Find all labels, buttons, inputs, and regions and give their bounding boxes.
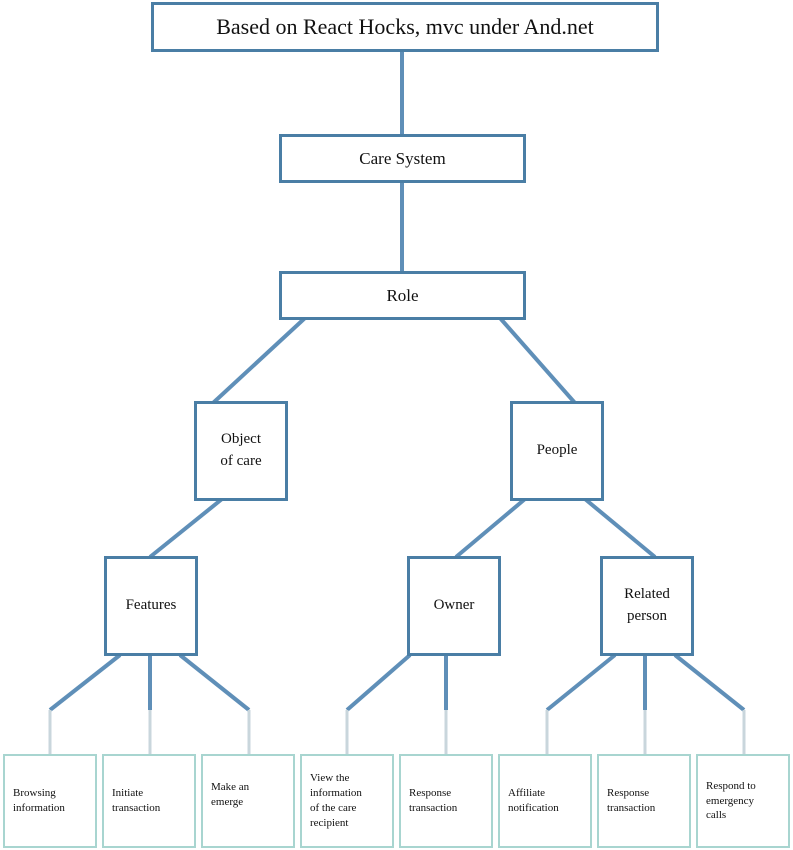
- people-label: People: [536, 442, 578, 459]
- object-of-care-box: Object of care: [194, 401, 288, 501]
- leaf-label: View the information of the care recipie…: [310, 772, 362, 829]
- care-system-label: Care System: [359, 148, 446, 168]
- leaf-view-care-recipient-info: View the information of the care recipie…: [300, 754, 394, 848]
- features-label: Features: [125, 597, 177, 614]
- leaf-label: Make an emerge: [211, 781, 250, 808]
- connector-role-object: [211, 316, 307, 405]
- leaf-label: Response transaction: [607, 787, 656, 814]
- leaf-browsing-information: Browsing information: [3, 754, 97, 848]
- related-person-box: Related person: [600, 556, 694, 656]
- leaf-owner-response-transaction: Response transaction: [399, 754, 493, 848]
- connector-features-leaf1: [48, 653, 122, 712]
- leaf-label: Respond to emergency calls: [706, 779, 756, 822]
- connector-features-leaf3: [178, 653, 251, 712]
- leaf-make-an-emerge: Make an emerge: [201, 754, 295, 848]
- role-label: Role: [386, 285, 419, 305]
- people-box: People: [510, 401, 604, 501]
- connector-owner-leaf4: [345, 653, 412, 712]
- connector-role-people: [498, 316, 577, 405]
- root-label: Based on React Hocks, mvc under And.net: [216, 14, 594, 39]
- owner-box: Owner: [407, 556, 501, 656]
- leaf-label: Browsing information: [13, 787, 65, 814]
- leaf-related-response-transaction: Response transaction: [597, 754, 691, 848]
- connector-people-related: [583, 497, 657, 559]
- object-of-care-label: Object of care: [220, 431, 262, 469]
- connector-object-features: [148, 497, 224, 559]
- features-box: Features: [104, 556, 198, 656]
- connector-related-leaf8: [673, 653, 746, 712]
- connector-people-owner: [454, 497, 527, 559]
- leaf-label: Initiate transaction: [112, 787, 161, 814]
- role-box: Role: [279, 271, 526, 320]
- owner-label: Owner: [433, 597, 475, 614]
- leaf-label: Response transaction: [409, 787, 458, 814]
- leaf-initiate-transaction: Initiate transaction: [102, 754, 196, 848]
- leaf-respond-to-emergency-calls: Respond to emergency calls: [696, 754, 790, 848]
- root-box: Based on React Hocks, mvc under And.net: [151, 2, 659, 52]
- leaf-label: Affiliate notification: [508, 787, 559, 814]
- connector-related-leaf6: [545, 653, 617, 712]
- leaf-affiliate-notification: Affiliate notification: [498, 754, 592, 848]
- related-person-label: Related person: [624, 586, 670, 624]
- care-system-box: Care System: [279, 134, 526, 183]
